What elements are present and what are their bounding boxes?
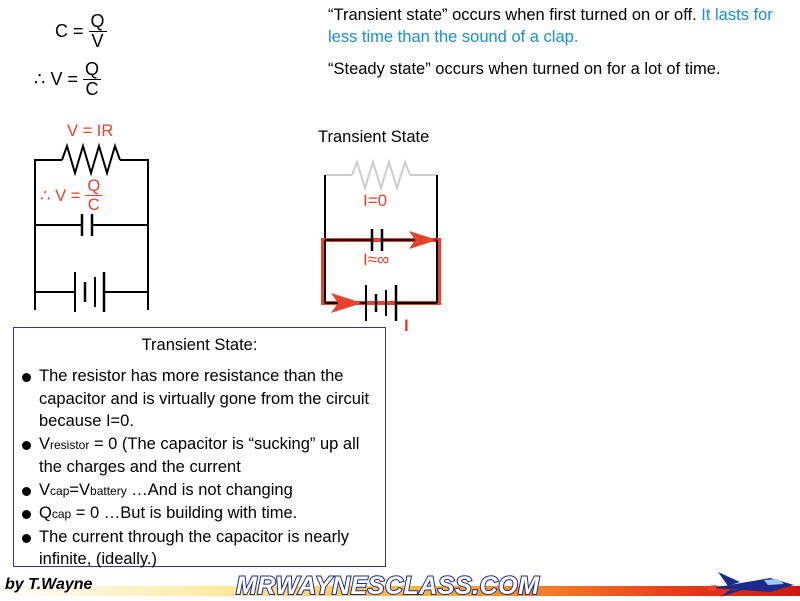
bullet-qcap-text: = 0 …But is building with time. — [71, 504, 298, 522]
bullet-vcap-equals: =V — [69, 480, 91, 499]
capacitance-lhs: C = — [55, 21, 84, 42]
list-item: Vresistor = 0 (The capacitor is “sucking… — [22, 433, 381, 479]
voltage-fraction: Q C — [82, 59, 101, 100]
capacitor-voltage-fraction: Q C — [85, 177, 103, 215]
right-resistor-branch — [325, 158, 437, 192]
transient-state-title: Transient State — [318, 128, 430, 146]
capacitor-voltage-formula: ∴ V = Q C — [40, 177, 103, 215]
left-circuit — [34, 142, 149, 312]
bullet-vcap-symbol: V — [39, 480, 51, 499]
right-outer-wires — [324, 175, 438, 240]
left-resistor-zigzag — [61, 142, 121, 177]
transient-duration-text: It lasts for less time than the sound of… — [328, 6, 773, 46]
bullet-qcap-subscript: cap — [51, 507, 72, 521]
rocket-logo-icon — [708, 572, 794, 597]
summary-title: Transient State: — [141, 336, 258, 354]
voltage-lhs: ∴ V = — [34, 69, 78, 90]
bullet-vbattery-subscript: battery — [90, 483, 127, 498]
left-wire-right — [120, 159, 149, 310]
resistor-current-label: I=0 — [363, 191, 388, 210]
capacitance-fraction: Q V — [88, 11, 107, 52]
transient-definition-text: “Transient state” occurs when first turn… — [328, 6, 697, 24]
list-item: The resistor has more resistance than th… — [22, 365, 381, 433]
voltage-formula: ∴ V = Q C — [34, 60, 101, 100]
capacitor-current-label: I≈∞ — [363, 250, 390, 269]
capacitor-voltage-denominator: C — [87, 196, 100, 215]
bullet-vresistor-text: = 0 (The capacitor is “sucking” up all t… — [39, 434, 360, 477]
left-wire-left — [34, 159, 62, 310]
bullet-vcap-text: …And is not changing — [126, 480, 293, 499]
footer-author: by T.Wayne — [5, 576, 93, 593]
list-item: The current through the capacitor is nea… — [22, 526, 381, 571]
bullet-vcap-subscript: cap — [50, 483, 70, 498]
voltage-denominator: C — [85, 78, 99, 99]
capacitance-numerator: Q — [88, 11, 107, 32]
voltage-numerator: Q — [82, 59, 101, 80]
bullet-resistor-text: The resistor has more resistance than th… — [39, 367, 370, 430]
right-resistor-zigzag — [351, 158, 411, 192]
bullet-qcap-symbol: Q — [39, 504, 52, 522]
transient-definition: “Transient state” occurs when first turn… — [328, 4, 793, 48]
current-arrow-bottom-icon — [331, 293, 362, 313]
loop-current-label: I — [404, 316, 409, 335]
right-transient-loop — [321, 229, 441, 321]
resistor-voltage-label: V = IR — [67, 122, 114, 140]
list-item: Qcap = 0 …But is building with time. — [22, 502, 381, 526]
bullet-vresistor-subscript: resistor — [50, 437, 90, 452]
footer-stripe — [0, 586, 800, 596]
capacitor-voltage-lhs: ∴ V = — [40, 187, 81, 206]
capacitor-voltage-numerator: Q — [85, 177, 103, 197]
footer-brand-logo[interactable]: MRWAYNESCLASS.COM — [235, 571, 540, 601]
capacitance-denominator: V — [91, 30, 104, 51]
transient-summary-box: Transient State: The resistor has more r… — [13, 327, 386, 568]
steady-definition: “Steady state” occurs when turned on for… — [328, 60, 721, 78]
list-item: Vcap=Vbattery …And is not changing — [22, 479, 381, 503]
state-definitions: “Transient state” occurs when first turn… — [328, 4, 793, 90]
bullet-current-text: The current through the capacitor is nea… — [39, 527, 349, 569]
summary-list: The resistor has more resistance than th… — [14, 365, 385, 571]
bullet-vresistor-symbol: V — [39, 434, 51, 453]
capacitance-formula: C = Q V — [55, 12, 107, 52]
current-arrow-top-icon — [409, 231, 437, 249]
